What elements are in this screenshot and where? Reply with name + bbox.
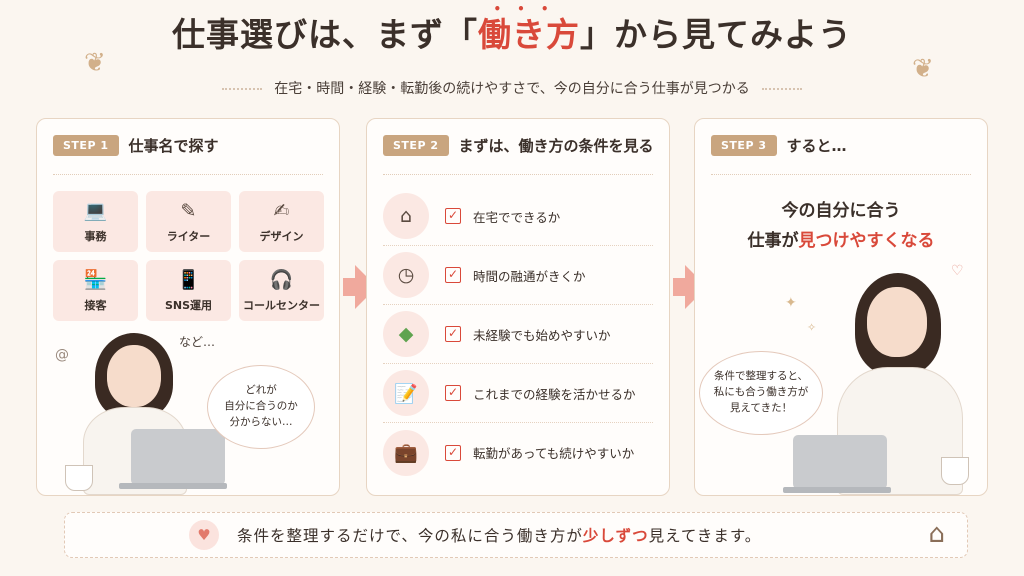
- person-face: [867, 287, 927, 357]
- clock-icon: ◷: [383, 252, 429, 298]
- condition-row-flexible-time[interactable]: ◷ ✓ 時間の融通がきくか: [383, 246, 653, 305]
- happy-speech-bubble: 条件で整理すると、 私にも合う働き方が 見えてきた！: [699, 351, 823, 435]
- worry-speech-bubble: どれが 自分に合うのか 分からない…: [207, 365, 315, 449]
- summary-bar: ♥ 条件を整理するだけで、今の私に合う働き方が少しずつ見えてきます。 ⌂: [64, 512, 968, 558]
- summary-accent: 少しずつ: [582, 527, 649, 545]
- step2-card: STEP 2 まずは、働き方の条件を見る ⌂ ✓ 在宅でできるか ◷ ✓ 時間の…: [366, 118, 670, 496]
- checkbox-checked-icon[interactable]: ✓: [445, 208, 461, 224]
- checkbox-checked-icon[interactable]: ✓: [445, 326, 461, 342]
- page-subtitle: 在宅・時間・経験・転勤後の続けやすさで、今の自分に合う仕事が見つかる: [0, 78, 1024, 98]
- step3-title: すると…: [786, 137, 847, 155]
- headset-icon: 🎧: [269, 268, 294, 291]
- job-tile-design[interactable]: ✍ デザイン: [239, 191, 324, 252]
- subtitle-rule-left: [222, 88, 263, 90]
- leaf-decoration-left-icon: ❦: [84, 48, 106, 78]
- laptop-icon: 💻: [83, 199, 108, 222]
- house-icon: ⌂: [383, 193, 429, 239]
- page-header: 仕事選びは、まず「•••働き方」から見てみよう: [0, 2, 1024, 56]
- condition-row-remote[interactable]: ⌂ ✓ 在宅でできるか: [383, 187, 653, 246]
- step2-header: STEP 2 まずは、働き方の条件を見る: [383, 135, 654, 156]
- coffee-cup-illustration: [65, 465, 93, 491]
- sparkle-small-icon: ✧: [807, 321, 817, 334]
- checkbox-checked-icon[interactable]: ✓: [445, 267, 461, 283]
- person-face: [107, 345, 161, 407]
- step3-card: STEP 3 すると… 今の自分に合う 仕事が見つけやすくなる ✦ ✧ ♡ 条件…: [694, 118, 988, 496]
- heart-outline-icon: ♡: [951, 263, 964, 279]
- job-tile-office[interactable]: 💻 事務: [53, 191, 138, 252]
- leaf-decoration-right-icon: ❦: [912, 54, 934, 84]
- step3-badge: STEP 3: [711, 135, 777, 156]
- beginner-mark-icon: ◆: [383, 311, 429, 357]
- checkbox-checked-icon[interactable]: ✓: [445, 444, 461, 461]
- design-pen-icon: ✍: [273, 199, 290, 222]
- step1-title: 仕事名で探す: [128, 137, 219, 155]
- job-grid: 💻 事務 ✎ ライター ✍ デザイン 🏪 接客 📱 SNS運用 🎧 コールセンタ…: [53, 191, 324, 321]
- job-tile-writer[interactable]: ✎ ライター: [146, 191, 231, 252]
- arrow-2-stem: [673, 278, 685, 296]
- shop-icon: 🏪: [83, 268, 108, 291]
- result-accent: 見つけやすくなる: [798, 230, 935, 251]
- title-accent: •••働き方: [478, 2, 580, 54]
- emphasis-dots: •••: [493, 2, 565, 16]
- condition-row-experience[interactable]: 📝 ✓ これまでの経験を活かせるか: [383, 364, 653, 423]
- step2-title: まずは、働き方の条件を見る: [458, 137, 654, 155]
- smartphone-icon: 📱: [176, 268, 201, 291]
- job-tile-call-center[interactable]: 🎧 コールセンター: [239, 260, 324, 321]
- step2-divider: [383, 174, 653, 175]
- pen-icon: ✎: [180, 199, 197, 222]
- step1-card: STEP 1 仕事名で探す 💻 事務 ✎ ライター ✍ デザイン 🏪 接客 📱 …: [36, 118, 340, 496]
- page-title: 仕事選びは、まず「•••働き方」から見てみよう: [172, 2, 852, 54]
- laptop-base: [783, 487, 891, 493]
- laptop-illustration: [793, 435, 887, 489]
- document-icon: 📝: [383, 370, 429, 416]
- step1-divider: [53, 174, 323, 175]
- coffee-cup-illustration: [941, 457, 969, 485]
- worried-person-illustration: [57, 331, 227, 495]
- job-etc-label: など…: [179, 335, 216, 349]
- sparkle-icon: ✦: [785, 295, 797, 311]
- heart-icon: ♥: [189, 520, 219, 550]
- job-tile-sns[interactable]: 📱 SNS運用: [146, 260, 231, 321]
- step3-divider: [711, 174, 971, 175]
- step1-header: STEP 1 仕事名で探す: [53, 135, 219, 156]
- job-tile-customer-service[interactable]: 🏪 接客: [53, 260, 138, 321]
- condition-row-beginner[interactable]: ◆ ✓ 未経験でも始めやすいか: [383, 305, 653, 364]
- summary-text: 条件を整理するだけで、今の私に合う働き方が少しずつ見えてきます。: [237, 527, 762, 545]
- step1-badge: STEP 1: [53, 135, 119, 156]
- suitcase-icon: 💼: [383, 429, 429, 476]
- arrow-1-stem: [343, 278, 355, 296]
- laptop-base: [119, 483, 227, 489]
- condition-row-transfer[interactable]: 💼 ✓ 転勤があっても続けやすいか: [383, 423, 653, 482]
- house-plant-icon: ⌂: [928, 519, 945, 549]
- laptop-illustration: [131, 429, 225, 485]
- worry-scribble-icon: @: [55, 347, 69, 363]
- step3-result-text: 今の自分に合う 仕事が見つけやすくなる: [747, 201, 935, 251]
- subtitle-rule-right: [761, 88, 802, 90]
- condition-list: ⌂ ✓ 在宅でできるか ◷ ✓ 時間の融通がきくか ◆ ✓ 未経験でも始めやすい…: [383, 187, 653, 482]
- step3-header: STEP 3 すると…: [711, 135, 847, 156]
- checkbox-checked-icon[interactable]: ✓: [445, 385, 461, 401]
- step2-badge: STEP 2: [383, 135, 449, 156]
